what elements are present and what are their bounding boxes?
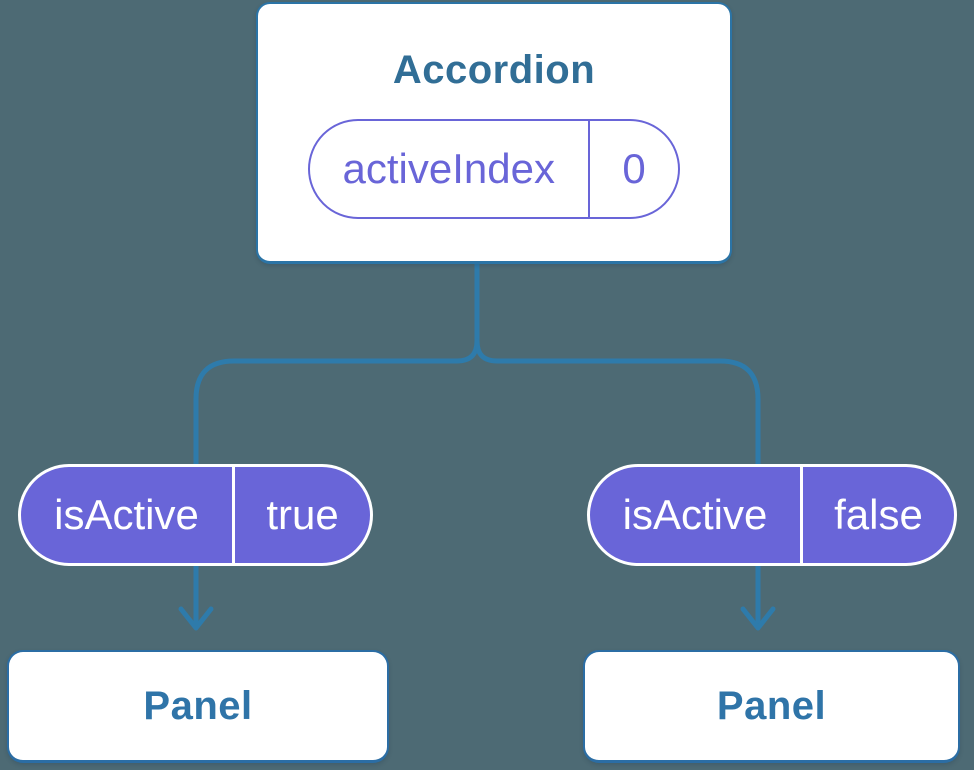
pill-divider [800,467,803,563]
prop-pill-name: isActive [622,491,768,538]
prop-pill-isactive-right: isActive false [587,464,957,566]
panel-title: Panel [143,683,253,728]
pill-divider [232,467,235,563]
prop-pill-value: true [266,491,339,538]
prop-pill-isactive-left: isActive true [18,464,373,566]
prop-pill-name: isActive [54,491,199,538]
panel-title: Panel [716,683,827,728]
connector-right-branch [474,338,761,625]
arrowhead-left-icon [178,606,214,631]
prop-pill-value: false [834,491,923,538]
state-pill-value: 0 [622,145,646,192]
pill-divider [587,121,590,217]
component-title: Accordion [392,48,596,92]
state-pill-name: activeIndex [342,145,555,192]
panel-component-node-right: Panel [583,650,960,763]
accordion-component-node: Accordion activeIndex 0 [256,2,732,264]
arrowhead-right-icon [740,606,776,631]
connector-left-branch [193,259,480,625]
state-pill-activeindex: activeIndex 0 [308,119,680,219]
panel-component-node-left: Panel [7,650,389,763]
